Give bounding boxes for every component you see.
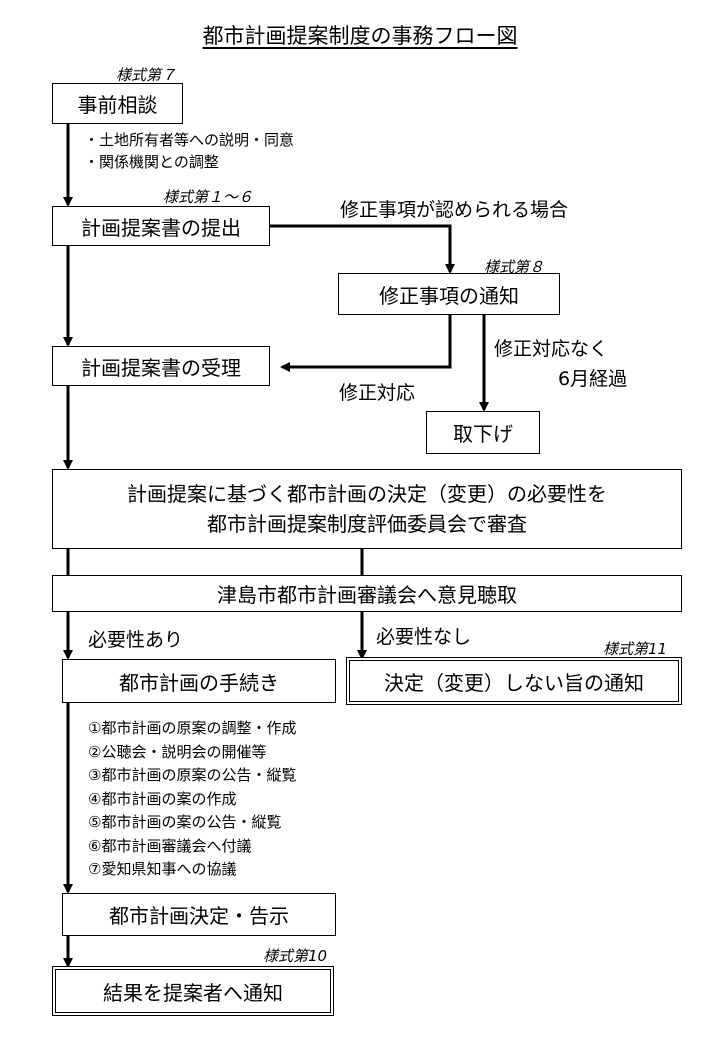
council-hearing-box: 津島市都市計画審議会へ意見聴取 bbox=[52, 575, 682, 612]
procedure-step: ②公聴会・説明会の開催等 bbox=[88, 742, 267, 761]
form-number-label: 様式第10 bbox=[263, 947, 328, 965]
review-text-line: 都市計画提案制度評価委員会で審査 bbox=[207, 512, 527, 536]
form-number-label: 様式第８ bbox=[484, 258, 545, 276]
procedure-steps-list: ①都市計画の原案の調整・作成 ②公聴会・説明会の開催等 ③都市計画の原案の公告・… bbox=[88, 717, 296, 882]
not-necessary-label: 必要性なし bbox=[376, 626, 472, 648]
corrected-label: 修正対応 bbox=[339, 382, 416, 404]
procedure-step: ⑦愛知県知事への協議 bbox=[88, 860, 237, 878]
correction-notice-box: 修正事項の通知 bbox=[338, 273, 560, 315]
no-correction-label: 修正対応なく bbox=[494, 338, 609, 360]
consultation-notes: ・土地所有者等への説明・同意 ・関係機関との調整 bbox=[84, 129, 294, 173]
necessity-review-box: 計画提案に基づく都市計画の決定（変更）の必要性を 都市計画提案制度評価委員会で審… bbox=[52, 469, 682, 549]
withdrawal-box: 取下げ bbox=[426, 411, 540, 454]
six-months-label: 6月経過 bbox=[558, 368, 628, 390]
no-decision-notice-box: 決定（変更）しない旨の通知 bbox=[346, 657, 682, 705]
form-number-label: 様式第７ bbox=[116, 66, 177, 84]
review-text-line: 計画提案に基づく都市計画の決定（変更）の必要性を bbox=[127, 482, 607, 506]
procedure-step: ⑥都市計画審議会へ付議 bbox=[88, 836, 252, 855]
note-line: ・土地所有者等への説明・同意 bbox=[84, 131, 295, 149]
form-number-label: 様式第11 bbox=[603, 640, 668, 658]
decision-announcement-box: 都市計画決定・告示 bbox=[62, 893, 336, 936]
form-number-label: 様式第１～６ bbox=[163, 188, 254, 206]
procedure-step: ①都市計画の原案の調整・作成 bbox=[88, 719, 297, 737]
if-correction-label: 修正事項が認められる場合 bbox=[340, 199, 569, 221]
result-notification-box: 結果を提案者へ通知 bbox=[52, 966, 334, 1016]
page-title: 都市計画提案制度の事務フロー図 bbox=[202, 24, 518, 48]
proposal-acceptance-box: 計画提案書の受理 bbox=[52, 346, 270, 386]
prior-consultation-box: 事前相談 bbox=[52, 83, 183, 124]
procedure-step: ③都市計画の原案の公告・縦覧 bbox=[88, 766, 297, 784]
procedure-step: ⑤都市計画の案の公告・縦覧 bbox=[88, 813, 282, 831]
proposal-submission-box: 計画提案書の提出 bbox=[52, 206, 270, 246]
note-line: ・関係機関との調整 bbox=[84, 153, 219, 171]
procedure-step: ④都市計画の案の作成 bbox=[88, 789, 237, 808]
necessary-label: 必要性あり bbox=[88, 629, 184, 651]
planning-procedure-box: 都市計画の手続き bbox=[62, 659, 336, 703]
